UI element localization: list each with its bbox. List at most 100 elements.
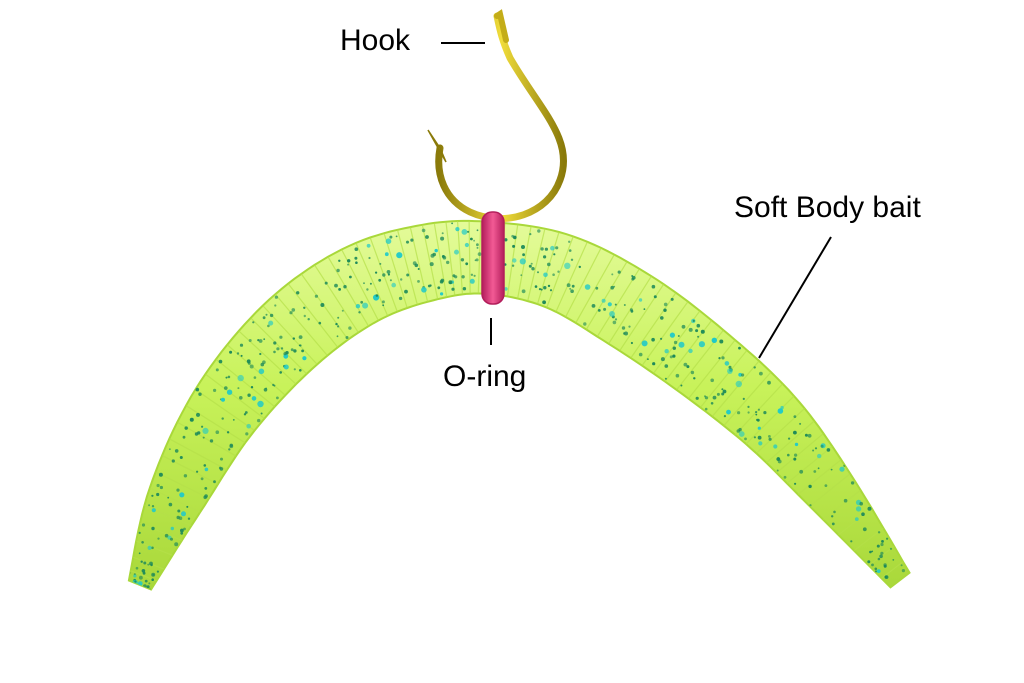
worm-speckle [151, 494, 154, 497]
worm-speckle [299, 344, 302, 347]
worm-speckle [362, 302, 369, 309]
worm-speckle [695, 329, 699, 333]
worm-speckle [719, 339, 724, 344]
worm-rib [396, 229, 418, 305]
worm-speckle [451, 287, 455, 291]
worm-speckle [799, 422, 802, 425]
worm-speckle [268, 320, 274, 326]
worm-speckle [855, 506, 862, 512]
worm-speckle [476, 243, 479, 247]
worm-speckle [451, 222, 453, 225]
worm-speckle [391, 282, 397, 288]
worm-speckle [243, 413, 247, 416]
worm-speckle [263, 338, 266, 341]
worm-speckle [301, 349, 304, 353]
worm-rib [745, 395, 795, 445]
worm-rib [546, 236, 574, 308]
worm-speckle [176, 515, 180, 520]
worm-speckle [448, 280, 453, 285]
worm-speckle [169, 448, 171, 451]
worm-speckle [610, 285, 614, 290]
worm-speckle [406, 240, 409, 244]
worm-speckle [727, 368, 733, 374]
worm-speckle [429, 284, 432, 287]
worm-speckle [197, 431, 201, 435]
worm-speckle [568, 249, 572, 252]
worm-speckle [670, 297, 674, 301]
worm-speckle [138, 552, 141, 555]
worm-speckle [651, 284, 656, 289]
worm-speckle [164, 533, 169, 538]
worm-speckle [871, 550, 874, 553]
o-ring [481, 211, 505, 305]
worm-speckle [174, 542, 179, 547]
worm-speckle [794, 442, 799, 447]
worm-speckle [283, 364, 289, 370]
worm-speckle [622, 332, 626, 335]
worm-speckle [467, 230, 470, 233]
worm-rib [797, 459, 842, 495]
worm-speckle [537, 229, 541, 233]
soft-body-bait [127, 219, 911, 591]
worm-speckle [884, 575, 889, 579]
worm-speckle [133, 574, 137, 578]
worm-rib [139, 522, 183, 542]
worm-speckle [437, 286, 441, 290]
worm-speckle [221, 397, 225, 402]
worm-speckle [355, 304, 361, 309]
worm-rib [195, 388, 255, 432]
worm-speckle [543, 286, 547, 290]
worm-speckle [692, 319, 695, 322]
worm-speckle [195, 387, 200, 392]
worm-speckle [440, 292, 444, 296]
worm-speckle [728, 365, 732, 369]
worm-speckle [669, 355, 673, 359]
worm-speckle [721, 356, 725, 360]
worm-speckle [141, 569, 146, 573]
worm-speckle [452, 274, 456, 278]
worm-speckle [181, 511, 186, 517]
worm-speckle [476, 246, 479, 249]
worm-speckle [434, 248, 438, 253]
worm-speckle [776, 469, 779, 472]
worm-speckle [250, 386, 254, 389]
worm-speckle [767, 380, 771, 385]
worm-speckle [614, 318, 618, 321]
worm-speckle [758, 441, 763, 446]
worm-speckle [794, 453, 798, 457]
worm-rib [723, 371, 772, 427]
worm-speckle [454, 249, 459, 255]
worm-speckle [777, 457, 780, 460]
worm-speckle [697, 335, 700, 338]
worm-speckle [299, 369, 302, 372]
worm-speckle [363, 282, 365, 285]
worm-speckle [755, 413, 758, 416]
worm-rib [250, 317, 308, 375]
worm-speckle [809, 504, 812, 507]
worm-speckle [700, 329, 705, 334]
worm-speckle [176, 488, 180, 492]
worm-speckle [584, 284, 591, 290]
worm-speckle [432, 252, 437, 257]
worm-speckle [552, 273, 555, 277]
worm-speckle [680, 384, 683, 387]
worm-speckle [143, 561, 147, 565]
worm-speckle [387, 273, 390, 276]
worm-rib [776, 433, 824, 474]
worm-speckle [382, 304, 385, 307]
worm-speckle [251, 396, 257, 401]
worm-speckle [613, 285, 616, 288]
worm-speckle [892, 559, 895, 561]
worm-speckle [183, 527, 186, 531]
worm-speckle [184, 426, 188, 430]
worm-speckle [168, 502, 173, 507]
worm-speckle [512, 244, 516, 248]
worm-speckle [512, 258, 517, 263]
worm-speckle [461, 229, 468, 235]
worm-speckle [285, 351, 289, 355]
worm-speckle [202, 436, 205, 439]
worm-speckle [877, 557, 881, 561]
worm-speckle [253, 376, 257, 379]
worm-speckle [901, 569, 906, 573]
